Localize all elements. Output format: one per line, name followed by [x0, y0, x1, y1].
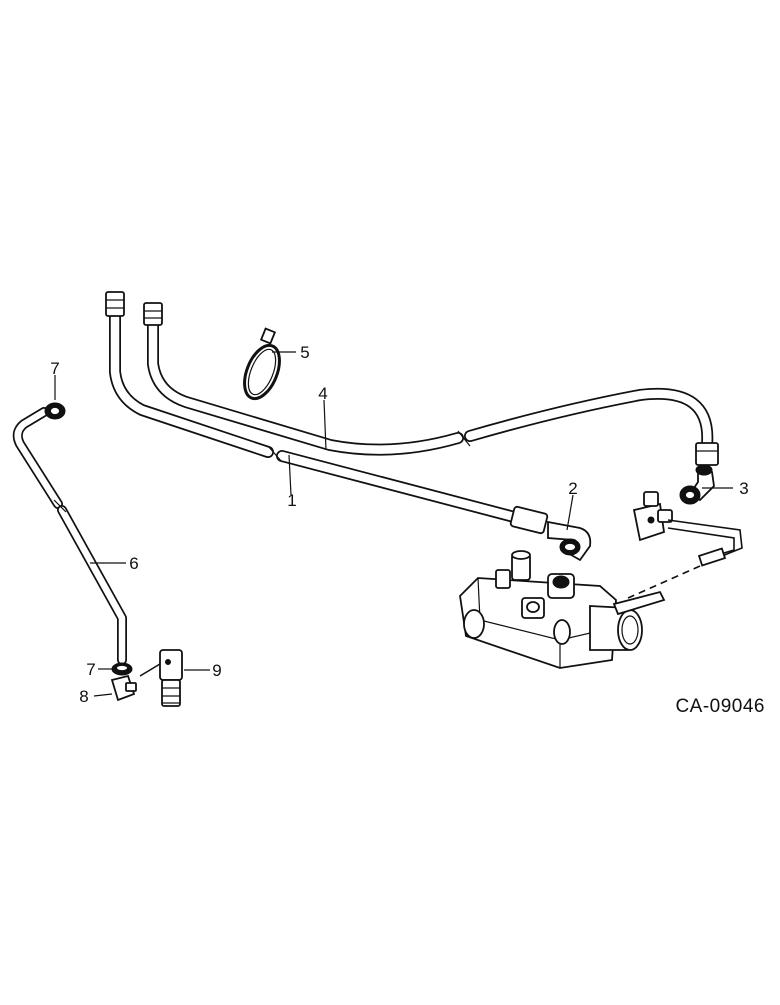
elbow-fitting-3	[679, 464, 715, 505]
callout-7-bottom: 7	[86, 660, 95, 679]
elbow-fitting-8	[110, 674, 137, 702]
tee-block	[632, 491, 673, 542]
nut-7-top	[44, 402, 66, 420]
strap-5	[243, 327, 281, 401]
leader-lines	[54, 351, 733, 697]
elbow-fitting-2	[547, 520, 592, 562]
callout-5: 5	[300, 343, 309, 362]
callout-3: 3	[739, 479, 748, 498]
hose-4	[143, 302, 719, 466]
callout-2: 2	[568, 479, 577, 498]
callout-1: 1	[287, 491, 296, 510]
control-linkage	[627, 519, 743, 599]
callout-9: 9	[212, 661, 221, 680]
tube-6	[12, 407, 127, 665]
callout-8: 8	[79, 687, 88, 706]
figure-id: CA-09046	[675, 696, 765, 717]
hose-1	[105, 291, 549, 535]
callout-6: 6	[129, 554, 138, 573]
fitting-9	[139, 649, 183, 707]
nut-7-bottom	[111, 662, 133, 676]
control-valve	[459, 550, 666, 669]
callout-labels: 1 2 3 4 5 6 7 7 8 9	[50, 343, 748, 706]
callout-4: 4	[318, 384, 327, 403]
callout-7-top: 7	[50, 359, 59, 378]
